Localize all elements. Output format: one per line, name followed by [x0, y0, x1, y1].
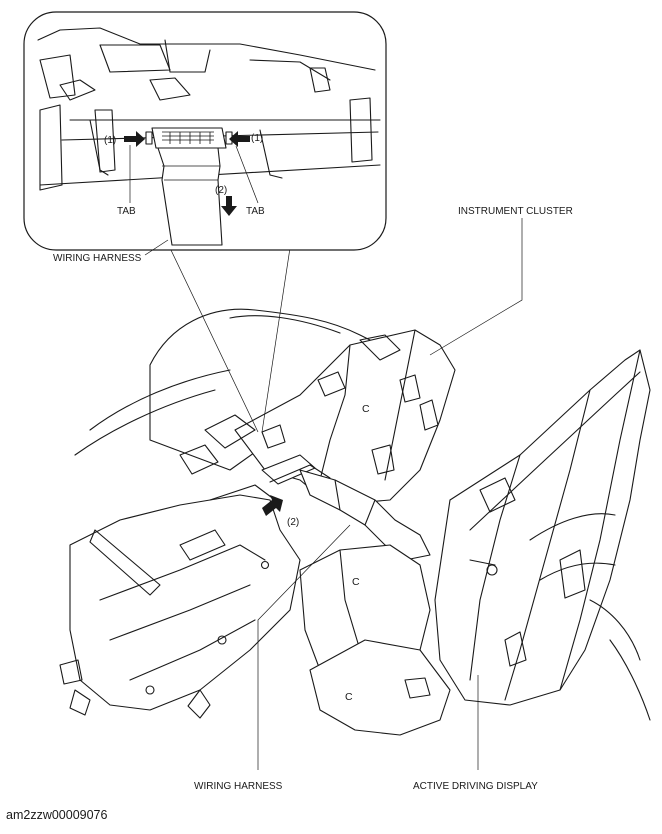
- tab-label-left: TAB: [117, 206, 136, 217]
- detail-callout: (1) (1) (2) TAB TAB WIRING HARNESS: [23, 11, 387, 433]
- bracket-letter-c-small: C: [352, 576, 360, 588]
- lower-bracket: [309, 639, 451, 736]
- instrument-panel-hood: [149, 308, 381, 471]
- step-2-label-inset: (2): [215, 185, 227, 196]
- callout-wedge: [169, 247, 291, 433]
- bracket-letter-c-large: C: [345, 691, 353, 703]
- wiring-harness-main-label: WIRING HARNESS: [194, 781, 283, 792]
- instrument-cluster-label: INSTRUMENT CLUSTER: [458, 206, 573, 217]
- step-1-label-left: (1): [104, 135, 116, 146]
- tab-label-right: TAB: [246, 206, 265, 217]
- cluster-letter-c: C: [362, 403, 370, 415]
- wiring-harness-inset-label: WIRING HARNESS: [53, 253, 142, 264]
- figure-id: am2zzw00009076: [6, 808, 108, 822]
- lower-frame-left: [69, 494, 301, 711]
- active-driving-display-housing: [434, 349, 651, 706]
- leader-wiring-harness-main: [257, 524, 351, 770]
- step-2-arrow-inset: [221, 196, 237, 216]
- active-driving-display-label: ACTIVE DRIVING DISPLAY: [413, 781, 538, 792]
- step-2-label-main: (2): [287, 517, 299, 528]
- main-assembly: C C C: [59, 308, 651, 736]
- inset-connector: [151, 127, 227, 149]
- step-2-arrow-main: [262, 495, 283, 516]
- step-1-arrow-right: [229, 131, 250, 147]
- wiring-harness-ribbon: [299, 469, 431, 561]
- step-1-label-right: (1): [251, 133, 263, 144]
- leader-instrument-cluster: [429, 218, 523, 356]
- inset-wiring-harness: [157, 147, 223, 246]
- step-1-arrow-left: [124, 131, 145, 147]
